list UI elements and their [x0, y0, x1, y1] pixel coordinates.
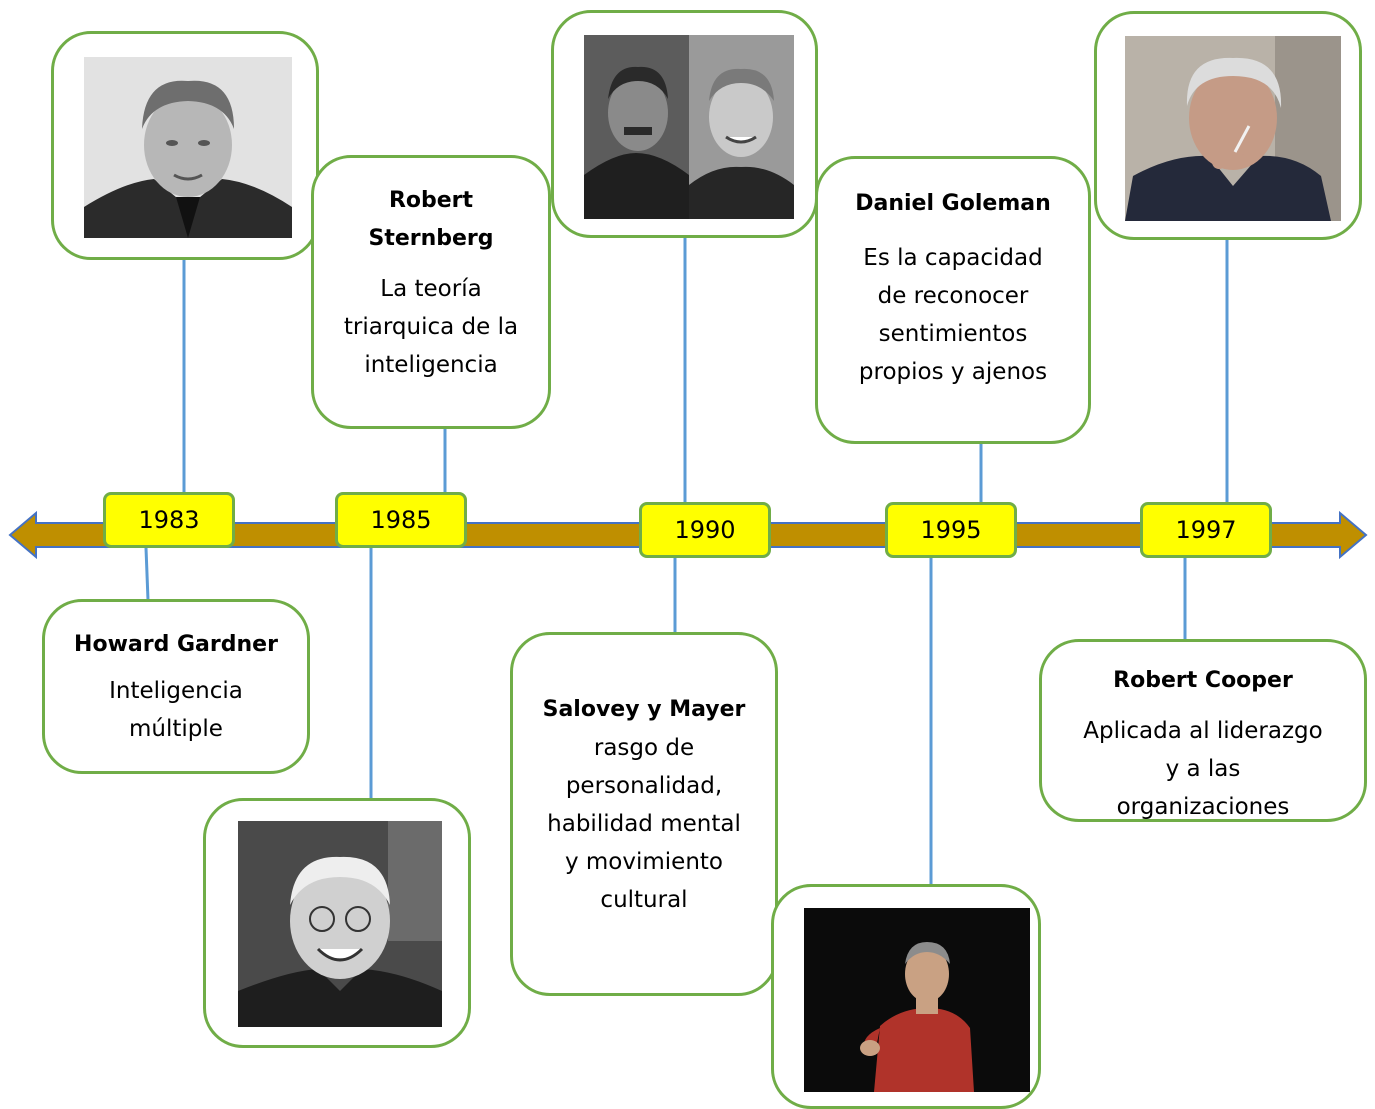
gardner-portrait	[84, 57, 292, 238]
gardner-text-box: Howard Gardner Inteligencia múltiple	[42, 599, 310, 774]
gardner-name: Howard Gardner	[74, 631, 278, 657]
salovey-name: Salovey y Mayer	[542, 697, 746, 722]
cooper-photo-card	[1094, 11, 1362, 240]
salovey-photo-card	[551, 10, 818, 238]
sternberg-text-box: Robert Sternberg La teoría triarquica de…	[311, 155, 551, 429]
year-label-1997: 1997	[1140, 502, 1272, 558]
cooper-name: Robert Cooper	[1113, 668, 1293, 693]
year-label-1985: 1985	[335, 492, 467, 548]
connector-gardner-box	[144, 547, 150, 601]
salovey-desc: rasgo de personalidad, habilidad mental …	[547, 735, 741, 913]
gardner-desc: Inteligencia múltiple	[109, 677, 243, 742]
sternberg-photo-card	[203, 798, 471, 1048]
goleman-desc: Es la capacidad de reconocer sentimiento…	[858, 245, 1048, 385]
sternberg-desc: La teoría triarquica de la inteligencia	[343, 276, 519, 378]
cooper-portrait	[1125, 36, 1341, 221]
goleman-photo-card	[771, 884, 1041, 1109]
goleman-name: Daniel Goleman	[855, 191, 1051, 216]
year-label-1995: 1995	[885, 502, 1017, 558]
goleman-portrait	[804, 908, 1030, 1092]
salovey-mayer-portrait	[584, 35, 794, 219]
goleman-text-box: Daniel Goleman Es la capacidad de recono…	[815, 156, 1091, 444]
gardner-photo-card	[51, 31, 319, 260]
year-label-1990: 1990	[639, 502, 771, 558]
salovey-text-box: Salovey y Mayer rasgo de personalidad, h…	[510, 632, 778, 996]
sternberg-name: Robert Sternberg	[368, 188, 494, 251]
sternberg-portrait	[238, 821, 442, 1027]
year-label-1983: 1983	[103, 492, 235, 548]
cooper-desc: Aplicada al liderazgo y a las organizaci…	[1083, 718, 1323, 820]
cooper-text-box: Robert Cooper Aplicada al liderazgo y a …	[1039, 639, 1367, 822]
